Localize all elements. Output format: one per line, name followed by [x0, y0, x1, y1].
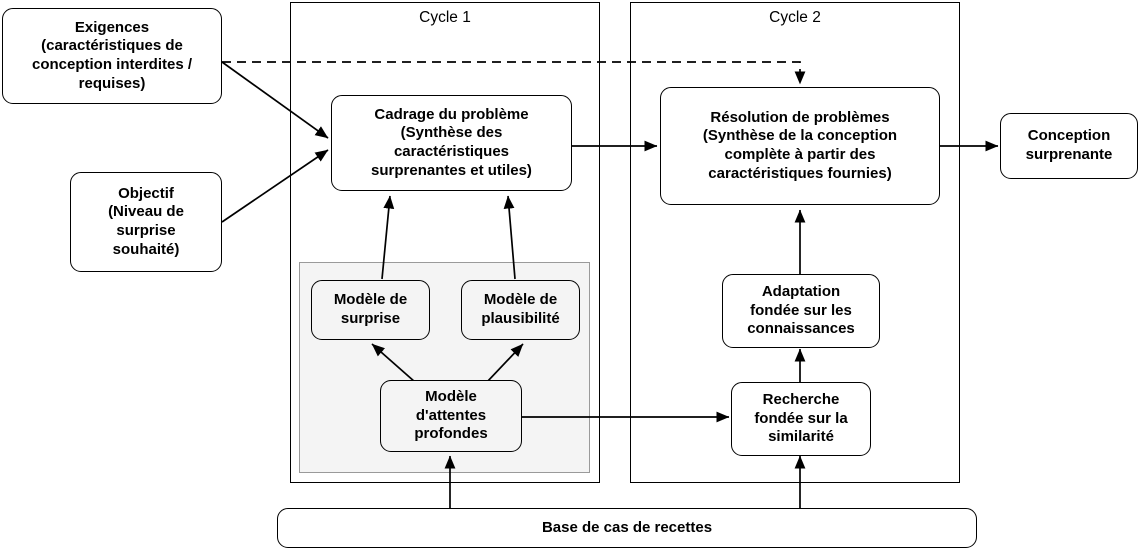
node-objectif[interactable]: Objectif (Niveau de surprise souhaité) [70, 172, 222, 272]
node-exigences-label: Exigences (caractéristiques de conceptio… [31, 18, 193, 92]
node-base-de-cas-de-recettes[interactable]: Base de cas de recettes [277, 508, 977, 548]
node-base-cas-label: Base de cas de recettes [541, 518, 713, 536]
node-conception-label: Conception surprenante [1025, 127, 1113, 163]
node-modele-attentes-profondes[interactable]: Modèle d'attentes profondes [380, 380, 522, 452]
node-adaptation-connaissances[interactable]: Adaptation fondée sur les connaissances [722, 274, 880, 348]
cycle-1-container: Cycle 1 [290, 2, 600, 483]
cycle-2-title: Cycle 2 [769, 9, 821, 26]
node-resolution-de-problemes[interactable]: Résolution de problèmes (Synthèse de la … [660, 87, 940, 205]
node-adaptation-label: Adaptation fondée sur les connaissances [747, 283, 855, 338]
node-cadrage-label: Cadrage du problème (Synthèse des caract… [371, 105, 532, 179]
node-objectif-label: Objectif (Niveau de surprise souhaité) [108, 184, 184, 258]
cycle-1-title: Cycle 1 [419, 9, 471, 26]
node-resolution-label: Résolution de problèmes (Synthèse de la … [702, 108, 898, 182]
node-exigences[interactable]: Exigences (caractéristiques de conceptio… [2, 8, 222, 104]
node-recherche-similarite[interactable]: Recherche fondée sur la similarité [731, 382, 871, 456]
node-recherche-label: Recherche fondée sur la similarité [754, 391, 848, 446]
node-modele-de-plausibilite[interactable]: Modèle de plausibilité [461, 280, 580, 340]
node-modele-attentes-label: Modèle d'attentes profondes [414, 388, 488, 443]
node-modele-surprise-label: Modèle de surprise [333, 291, 408, 327]
node-modele-plausibilite-label: Modèle de plausibilité [481, 291, 560, 327]
node-conception-surprenante[interactable]: Conception surprenante [1000, 113, 1138, 179]
node-modele-de-surprise[interactable]: Modèle de surprise [311, 280, 430, 340]
cycle-2-container: Cycle 2 [630, 2, 960, 483]
node-cadrage-du-probleme[interactable]: Cadrage du problème (Synthèse des caract… [331, 95, 572, 191]
